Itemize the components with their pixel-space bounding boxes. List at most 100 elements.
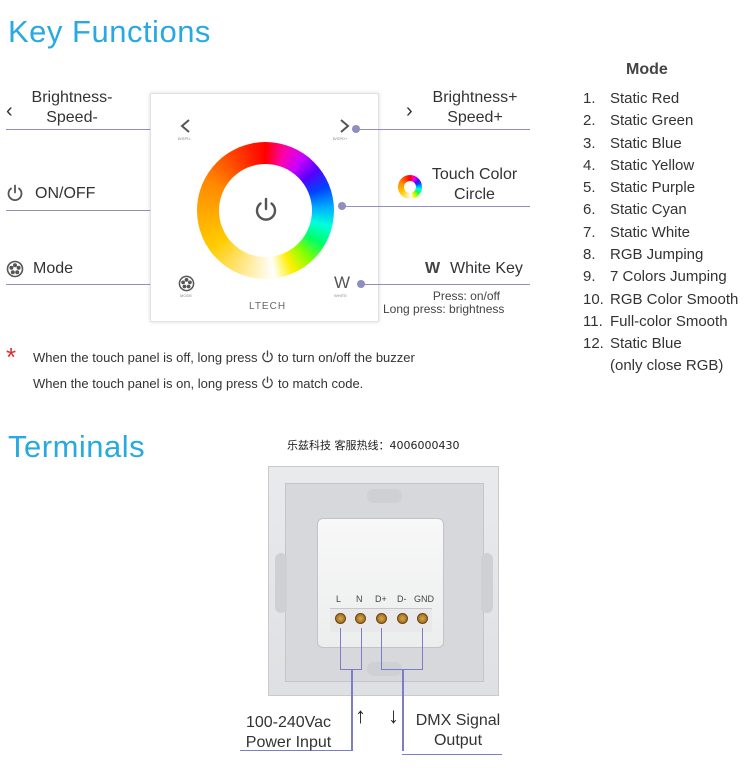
brightness-minus-label: Brightness- Speed- bbox=[31, 89, 113, 126]
mode-item: 12. Static Blue bbox=[583, 333, 747, 355]
touch-color-leader bbox=[343, 206, 530, 207]
note-line-1: When the touch panel is off, long press … bbox=[33, 350, 415, 365]
arrow-down-icon: ↓ bbox=[388, 703, 399, 728]
terminal-label-n: N bbox=[356, 594, 363, 604]
mode-item-label: Static Blue bbox=[610, 134, 682, 152]
power-lead bbox=[351, 669, 353, 751]
mode-item-number: 11. bbox=[583, 312, 603, 330]
mode-item-number: 4. bbox=[583, 156, 596, 174]
terminal-label-d-plus: D+ bbox=[375, 594, 387, 604]
terminal-screw-n bbox=[355, 613, 366, 624]
dmx-bracket bbox=[381, 628, 423, 670]
mode-leader bbox=[6, 284, 176, 285]
mode-item: 11. Full-color Smooth bbox=[583, 311, 747, 333]
mode-item-number: 2. bbox=[583, 112, 596, 130]
brightness-plus-dot bbox=[352, 125, 360, 133]
white-key-symbol: W bbox=[425, 260, 441, 277]
asterisk-icon: * bbox=[6, 342, 17, 372]
terminal-screw-gnd bbox=[417, 613, 428, 624]
mode-item-number: 8. bbox=[583, 246, 596, 264]
terminals-title: Terminals bbox=[8, 429, 146, 464]
panel-speed-minus-caption: B/SPD- bbox=[178, 136, 192, 141]
dmx-output-label: DMX Signal Output bbox=[415, 712, 501, 749]
mode-item: 3. Static Blue bbox=[583, 133, 747, 155]
white-key-dot bbox=[357, 280, 365, 288]
white-key-leader bbox=[360, 284, 530, 285]
white-key-label: White Key bbox=[450, 260, 523, 277]
press-note-line1: Press: on/off bbox=[432, 289, 500, 303]
color-circle-icon bbox=[398, 175, 422, 199]
mode-item-label: Static White bbox=[610, 223, 691, 241]
terminal-screw-d-minus bbox=[397, 613, 408, 624]
key-functions-title: Key Functions bbox=[8, 14, 211, 49]
panel-mode-icon bbox=[178, 275, 195, 292]
mode-item-label: Static Cyan bbox=[610, 201, 687, 219]
arrow-up-icon: ↑ bbox=[355, 703, 366, 728]
hotline-text: 乐兹科技 客服热线：4006000430 bbox=[287, 439, 460, 452]
panel-mode-caption: MODE bbox=[180, 293, 192, 298]
mode-item: 8. RGB Jumping bbox=[583, 244, 747, 266]
mode-item-label: RGB Jumping bbox=[610, 246, 704, 264]
mode-item-label: 7 Colors Jumping bbox=[610, 268, 727, 286]
panel-power-icon bbox=[255, 197, 277, 221]
panel-chevron-right-icon bbox=[340, 119, 350, 133]
mode-item: 1. Static Red bbox=[583, 88, 747, 110]
mode-item-number: 6. bbox=[583, 201, 596, 219]
mode-item: 10. RGB Color Smooth bbox=[583, 289, 747, 311]
mode-item: 4. Static Yellow bbox=[583, 155, 747, 177]
mode-item-number: 10. bbox=[583, 290, 604, 308]
note-line-2: When the touch panel is on, long press t… bbox=[33, 376, 364, 391]
note-power-icon-2 bbox=[262, 376, 274, 389]
brightness-plus-leader bbox=[355, 129, 530, 130]
mode-item-label: Static Blue bbox=[610, 335, 682, 353]
panel-white-key: W bbox=[334, 273, 351, 292]
mode-icon bbox=[6, 260, 24, 278]
power-input-label: 100-240Vac Power Input bbox=[245, 714, 332, 751]
mode-item-label: Static Yellow bbox=[610, 156, 695, 174]
mode-item-label: Static Red bbox=[610, 90, 680, 107]
mode-item-12-extra: (only close RGB) bbox=[610, 357, 724, 374]
terminal-label-l: L bbox=[336, 594, 342, 604]
press-note-line2: Long press: brightness bbox=[383, 302, 505, 316]
terminal-label-gnd: GND bbox=[414, 594, 434, 604]
power-underline bbox=[240, 750, 352, 751]
note-power-icon bbox=[262, 350, 273, 363]
dmx-underline bbox=[402, 754, 502, 755]
mode-item: 6. Static Cyan bbox=[583, 199, 747, 221]
on-off-leader bbox=[6, 210, 248, 211]
mode-item-number: 5. bbox=[583, 179, 596, 197]
mode-item: 9.7 Colors Jumping bbox=[583, 266, 747, 288]
mode-item-label: Static Purple bbox=[610, 179, 696, 197]
mode-item-number: 12. bbox=[583, 335, 604, 353]
terminal-label-d-minus: D- bbox=[397, 594, 407, 604]
touch-panel: B/SPD- B/SPD+ MODE W WHITE LTECH bbox=[150, 93, 379, 322]
mode-item-label: RGB Color Smooth bbox=[610, 290, 739, 308]
mode-item-number: 1. bbox=[583, 90, 596, 107]
mode-item: 5. Static Purple bbox=[583, 177, 747, 199]
mode-label: Mode bbox=[33, 260, 74, 277]
dmx-lead bbox=[402, 669, 404, 751]
chevron-right-icon: › bbox=[406, 100, 413, 122]
panel-speed-plus-caption: B/SPD+ bbox=[333, 136, 348, 141]
mode-item-number: 3. bbox=[583, 134, 596, 152]
power-icon bbox=[7, 184, 23, 202]
mode-item-number: 7. bbox=[583, 223, 596, 241]
color-wheel-center bbox=[219, 164, 312, 257]
mode-item-label: Full-color Smooth bbox=[610, 312, 728, 330]
mode-list: 1. Static Red 2. Static Green 3. Static Blue 4… bbox=[583, 88, 747, 356]
touch-color-dot bbox=[338, 202, 346, 210]
mode-item-label: Static Green bbox=[610, 112, 694, 130]
panel-chevron-left-icon bbox=[180, 119, 190, 133]
color-wheel bbox=[197, 142, 334, 279]
mode-item: 2. Static Green bbox=[583, 110, 747, 132]
terminal-screw-l bbox=[335, 613, 346, 624]
brightness-minus-leader bbox=[6, 129, 176, 130]
panel-brand: LTECH bbox=[249, 301, 287, 312]
terminal-screw-d-plus bbox=[376, 613, 387, 624]
on-off-label: ON/OFF bbox=[35, 185, 96, 202]
brightness-plus-label: Brightness+ Speed+ bbox=[432, 89, 518, 126]
mode-item: 7. Static White bbox=[583, 222, 747, 244]
panel-white-caption: WHITE bbox=[334, 293, 347, 298]
power-bracket bbox=[340, 628, 362, 670]
mode-list-title: Mode bbox=[626, 61, 668, 78]
